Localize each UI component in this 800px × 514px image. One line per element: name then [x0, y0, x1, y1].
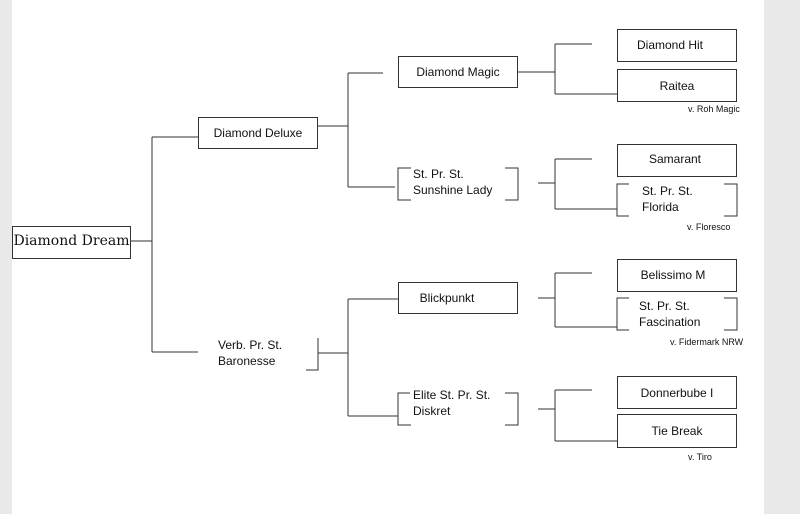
ss-dam-box: [617, 69, 737, 102]
sire-sire-box: [398, 56, 518, 88]
right-margin-stripe: [764, 0, 800, 514]
dam-dam-name-line1: Elite St. Pr. St.: [413, 388, 491, 402]
ss-dam-note: v. Roh Magic: [688, 104, 740, 114]
sd-dam-note: v. Floresco: [687, 222, 731, 232]
dd-sire-box: [617, 376, 737, 409]
ss-sire-name: Diamond Hit: [636, 38, 704, 52]
sire-sire-name: Diamond Magic: [416, 65, 500, 79]
ds-dam-note: v. Fidermark NRW: [670, 337, 744, 347]
sire-name: Diamond Deluxe: [213, 126, 303, 140]
sd-sire-name: Samarant: [648, 152, 702, 166]
dd-dam-box: [617, 414, 737, 448]
ds-sire-box: [617, 259, 737, 292]
sd-dam-name-line1: St. Pr. St.: [642, 184, 693, 198]
left-margin-stripe: [0, 0, 12, 514]
dd-dam-note: v. Tiro: [688, 452, 712, 462]
sire-box: [198, 117, 318, 149]
dd-dam-name: Tie Break: [651, 424, 703, 438]
ss-dam-name: Raitea: [659, 79, 695, 93]
horse-name: Diamond Dream: [13, 233, 130, 249]
horse-box: [12, 226, 131, 259]
dam-name-line2: Baronesse: [218, 354, 276, 368]
dd-sire-name: Donnerbube I: [640, 386, 714, 400]
sire-dam-name-line1: St. Pr. St.: [413, 167, 464, 181]
sd-dam-name-line2: Florida: [642, 200, 679, 214]
sire-dam-name-line2: Sunshine Lady: [413, 183, 493, 197]
ss-sire-box: [617, 29, 737, 62]
sd-sire-box: [617, 144, 737, 177]
dam-name-line1: Verb. Pr. St.: [218, 338, 283, 352]
ds-dam-name-line1: St. Pr. St.: [639, 299, 690, 313]
ds-dam-name-line2: Fascination: [639, 315, 701, 329]
ds-sire-name: Belissimo M: [640, 268, 706, 282]
dam-sire-name: Blickpunkt: [419, 291, 475, 305]
dam-dam-name-line2: Diskret: [413, 404, 451, 418]
dam-sire-box: [398, 282, 518, 314]
